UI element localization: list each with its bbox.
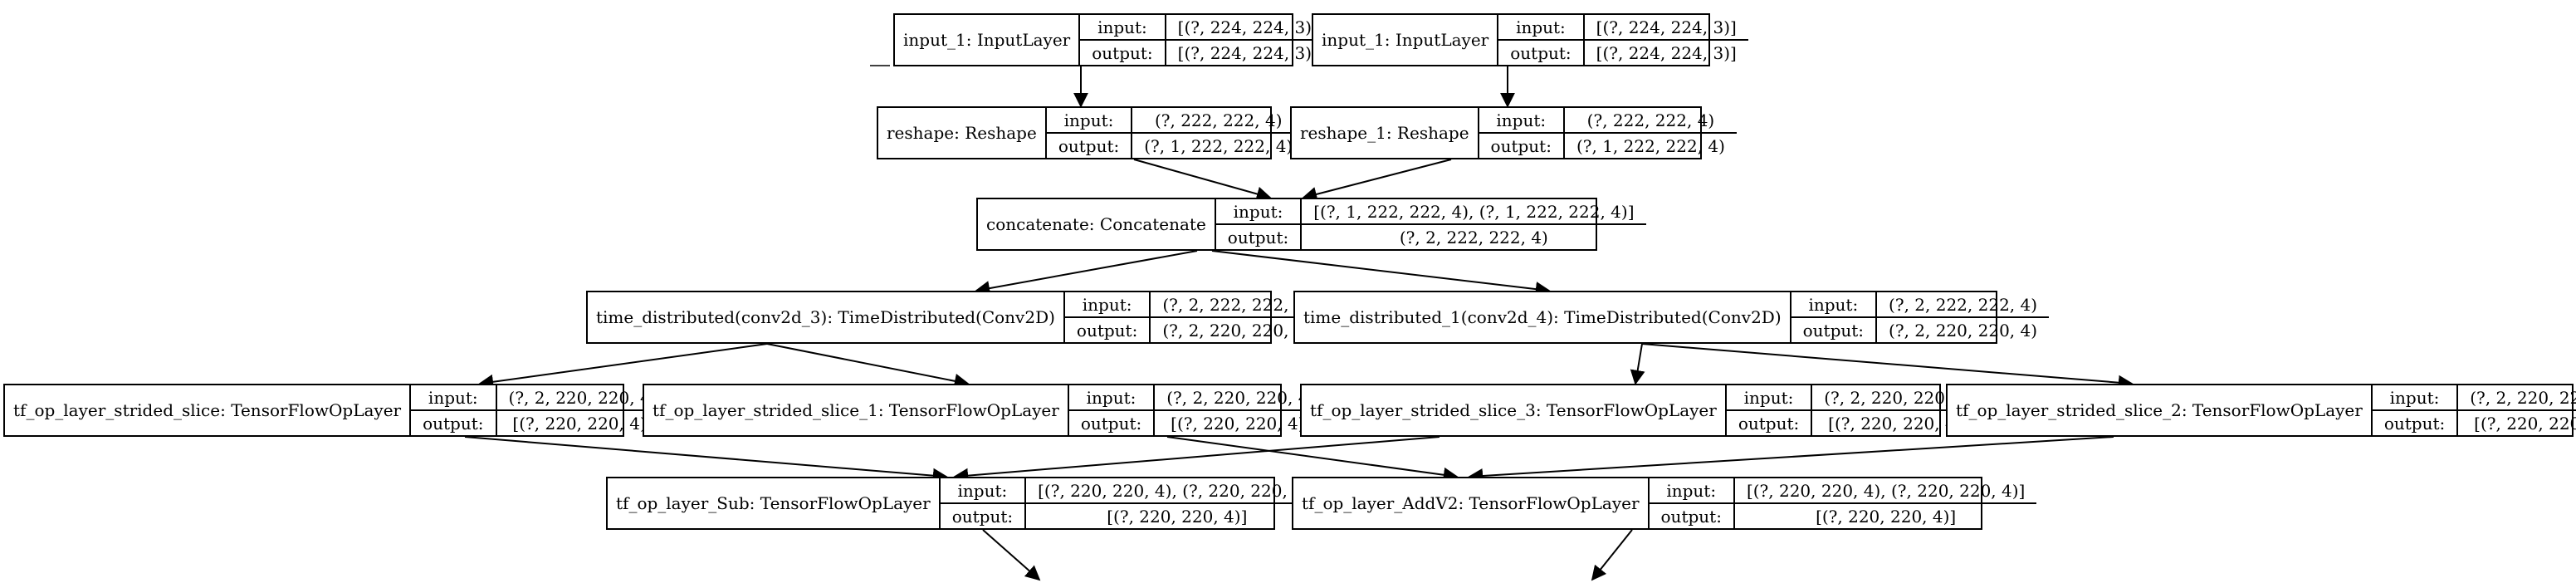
node-strided-slice-3: tf_op_layer_strided_slice_3: TensorFlowO… <box>1300 384 1985 437</box>
output-label: output: <box>1058 135 1120 156</box>
node-name: tf_op_layer_Sub: TensorFlowOpLayer <box>608 478 941 528</box>
output-label: output: <box>1227 227 1289 247</box>
input-shape: [(?, 220, 220, 4), (?, 220, 220, 4)] <box>1734 478 2037 504</box>
output-label: output: <box>1076 320 1138 340</box>
node-concatenate: concatenate: Concatenate input:output: [… <box>976 198 1646 251</box>
input-label: input: <box>1064 292 1150 318</box>
output-label: output: <box>1802 320 1865 340</box>
output-shape: [(?, 220, 220, 4)] <box>2474 413 2576 434</box>
node-name: tf_op_layer_strided_slice_3: TensorFlowO… <box>1302 385 1727 435</box>
edge-reshape-to-concatenate <box>1133 159 1272 202</box>
output-shape: [(?, 220, 220, 4)] <box>1828 413 1969 434</box>
node-input-1-b: input_1: InputLayer input:output: [(?, 2… <box>1312 13 1748 66</box>
input-shape: (?, 222, 222, 4) <box>1564 108 1737 134</box>
input-shape: [(?, 224, 224, 3)] <box>1166 15 1330 41</box>
node-name: time_distributed_1(conv2d_4): TimeDistri… <box>1295 292 1791 342</box>
edge-strided_slice_2-to-addv2 <box>1468 436 2114 483</box>
output-label: output: <box>951 506 1014 527</box>
output-label: output: <box>1510 42 1572 63</box>
node-name: time_distributed(conv2d_3): TimeDistribu… <box>588 292 1065 342</box>
output-shape: [(?, 224, 224, 3)] <box>1177 42 1318 63</box>
node-reshape: reshape: Reshape input:output: (?, 222, … <box>877 106 1305 159</box>
output-label: output: <box>1080 413 1142 434</box>
output-shape: [(?, 220, 220, 4)] <box>1816 506 1957 527</box>
node-time-distributed-1: time_distributed_1(conv2d_4): TimeDistri… <box>1293 291 2050 344</box>
output-shape: (?, 2, 220, 220, 4) <box>1889 320 2038 340</box>
input-shape: (?, 2, 220, 220, 4) <box>496 385 669 411</box>
edge-strided_slice_1-to-addv2 <box>1166 436 1459 483</box>
edge-sub-to-_out_sub <box>982 529 1041 581</box>
node-strided-slice-2: tf_op_layer_strided_slice_2: TensorFlowO… <box>1946 384 2576 437</box>
input-label: input: <box>1498 15 1583 41</box>
edge-reshape_1-to-concatenate <box>1302 159 1452 202</box>
input-shape: (?, 2, 222, 222, 4) <box>1877 292 2050 318</box>
node-name: tf_op_layer_AddV2: TensorFlowOpLayer <box>1293 478 1650 528</box>
output-shape: (?, 2, 220, 220, 4) <box>1162 320 1312 340</box>
input-label: input: <box>2372 385 2457 411</box>
output-shape: (?, 1, 222, 222, 4) <box>1576 135 1725 156</box>
output-label: output: <box>1738 413 1800 434</box>
node-name: input_1: InputLayer <box>1313 15 1499 65</box>
input-shape: [(?, 220, 220, 4), (?, 220, 220, 4)] <box>1026 478 1328 504</box>
output-label: output: <box>423 413 484 434</box>
input-label: input: <box>1068 385 1154 411</box>
input-label: input: <box>1046 108 1132 134</box>
input-label: input: <box>1080 15 1165 41</box>
input-shape: (?, 2, 220, 220, 4) <box>1155 385 1327 411</box>
output-label: output: <box>2383 413 2446 434</box>
node-reshape-1: reshape_1: Reshape input:output: (?, 222… <box>1290 106 1737 159</box>
node-strided-slice-1: tf_op_layer_strided_slice_1: TensorFlowO… <box>643 384 1327 437</box>
edge-strided_slice-to-sub <box>464 436 948 483</box>
node-addv2: tf_op_layer_AddV2: TensorFlowOpLayer inp… <box>1292 477 2037 530</box>
output-shape: [(?, 220, 220, 4)] <box>512 413 653 434</box>
edge-strided_slice_3-to-sub <box>953 436 1440 483</box>
edge-time_distributed_1-to-strided_slice_2 <box>1641 343 2134 390</box>
edge-addv2-to-_out_addv2 <box>1591 529 1633 581</box>
edge-time_distributed-to-strided_slice <box>478 343 768 389</box>
output-label: output: <box>1092 42 1153 63</box>
node-strided-slice: tf_op_layer_strided_slice: TensorFlowOpL… <box>3 384 669 437</box>
input-shape: [(?, 224, 224, 3)] <box>1584 15 1748 41</box>
input-label: input: <box>940 478 1025 504</box>
input-shape: [(?, 1, 222, 222, 4), (?, 1, 222, 222, 4… <box>1302 199 1646 225</box>
edge-concatenate-to-time_distributed_1 <box>1211 250 1551 297</box>
output-label: output: <box>1490 135 1552 156</box>
edge-time_distributed-to-strided_slice_1 <box>766 343 970 389</box>
node-name: reshape_1: Reshape <box>1292 108 1479 158</box>
input-label: input: <box>1649 478 1733 504</box>
output-shape: [(?, 220, 220, 4)] <box>1107 506 1248 527</box>
input-label: input: <box>1479 108 1563 134</box>
input-shape: (?, 2, 222, 222, 4) <box>1151 292 1323 318</box>
input-label: input: <box>411 385 496 411</box>
output-shape: [(?, 220, 220, 4)] <box>1171 413 1312 434</box>
input-label: input: <box>1726 385 1811 411</box>
node-input-1-a: input_1: InputLayer input:output: [(?, 2… <box>893 13 1330 66</box>
input-label: input: <box>1215 199 1301 225</box>
node-name: tf_op_layer_strided_slice_1: TensorFlowO… <box>644 385 1069 435</box>
node-time-distributed: time_distributed(conv2d_3): TimeDistribu… <box>586 291 1323 344</box>
output-shape: (?, 2, 222, 222, 4) <box>1399 227 1548 247</box>
output-shape: (?, 1, 222, 222, 4) <box>1144 135 1293 156</box>
node-name: tf_op_layer_strided_slice_2: TensorFlowO… <box>1948 385 2373 435</box>
output-shape: [(?, 224, 224, 3)] <box>1596 42 1737 63</box>
node-name: input_1: InputLayer <box>895 15 1081 65</box>
edge-time_distributed_1-to-strided_slice_3 <box>1630 343 1645 385</box>
edge-concatenate-to-time_distributed <box>975 250 1198 296</box>
node-name: reshape: Reshape <box>878 108 1047 158</box>
input-label: input: <box>1791 292 1876 318</box>
node-name: concatenate: Concatenate <box>978 199 1216 249</box>
input-shape: (?, 2, 220, 220, 4) <box>2458 385 2576 411</box>
node-sub: tf_op_layer_Sub: TensorFlowOpLayer input… <box>606 477 1328 530</box>
output-label: output: <box>1660 506 1722 527</box>
node-name: tf_op_layer_strided_slice: TensorFlowOpL… <box>5 385 412 435</box>
input-shape: (?, 222, 222, 4) <box>1132 108 1305 134</box>
